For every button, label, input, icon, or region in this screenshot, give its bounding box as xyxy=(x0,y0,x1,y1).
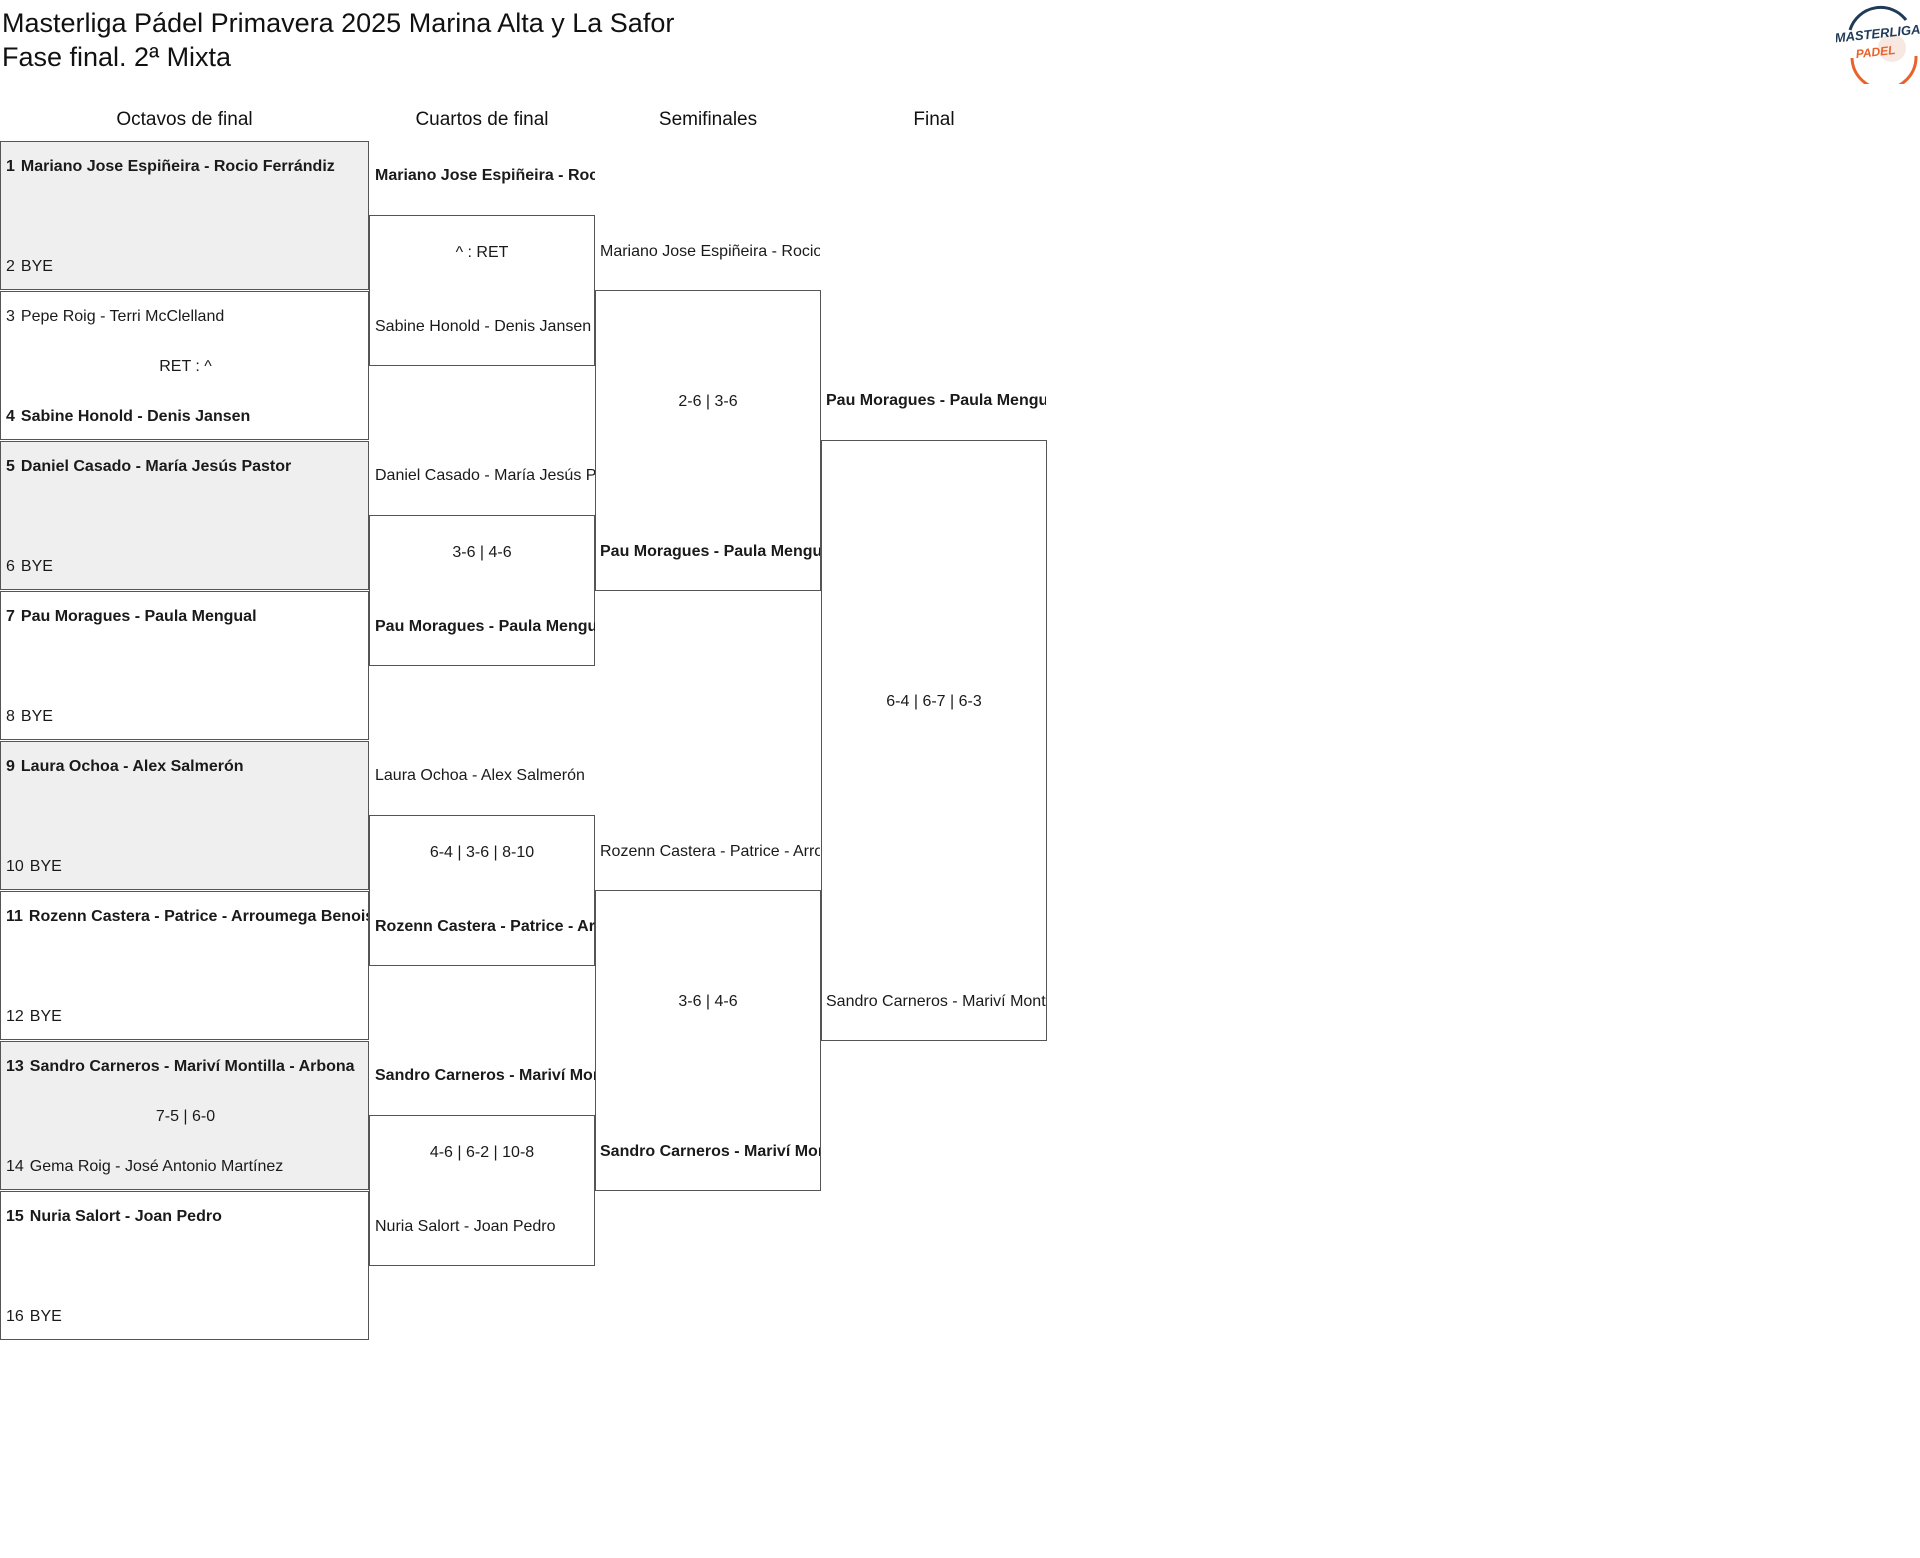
qf-team-a: Daniel Casado - María Jesús Pastor xyxy=(375,467,595,484)
final-bracket-box xyxy=(821,440,1047,1041)
qf-team-a: Laura Ochoa - Alex Salmerón xyxy=(375,767,585,784)
qf-bracket-box xyxy=(369,515,595,666)
round-header-final: Final xyxy=(913,109,955,130)
qf-team-b: Pau Moragues - Paula Mengual xyxy=(375,618,595,635)
seed-number: 13 xyxy=(6,1058,24,1075)
seed-number: 12 xyxy=(6,1008,24,1025)
sf-bracket-box xyxy=(595,890,821,1191)
seed-number: 16 xyxy=(6,1308,24,1325)
seed-number: 9 xyxy=(6,758,15,775)
title-line-2: Fase final. 2ª Mixta xyxy=(2,42,232,72)
seed-number: 3 xyxy=(6,308,15,325)
title-line-1: Masterliga Pádel Primavera 2025 Marina A… xyxy=(2,8,675,38)
seed-number: 8 xyxy=(6,708,15,725)
sf-team-a: Rozenn Castera - Patrice - Arroumega Ben… xyxy=(600,843,820,860)
round-header-qf: Cuartos de final xyxy=(415,109,549,130)
seed-number: 6 xyxy=(6,558,15,575)
final-team-b: Sandro Carneros - Mariví Montilla - Arbo… xyxy=(826,993,1046,1010)
qf-team-b: Sabine Honold - Denis Jansen xyxy=(375,318,592,335)
seed-number: 2 xyxy=(6,258,15,275)
qf-score: ^ : RET xyxy=(455,244,509,261)
r16-score: 7-5 | 6-0 xyxy=(155,1108,216,1125)
seed-number: 15 xyxy=(6,1208,24,1225)
qf-team-b: Rozenn Castera - Patrice - Arroumega Ben… xyxy=(375,918,595,935)
sf-team-b: Pau Moragues - Paula Mengual xyxy=(600,543,820,560)
page-title: Masterliga Pádel Primavera 2025 Marina A… xyxy=(2,6,674,74)
qf-team-a: Mariano Jose Espiñeira - Rocio Ferrándiz xyxy=(375,167,595,184)
sf-team-b: Sandro Carneros - Mariví Montilla - Arbo… xyxy=(600,1143,820,1160)
qf-bracket-box xyxy=(369,815,595,966)
r16-score: RET : ^ xyxy=(159,358,212,375)
round-header-r16: Octavos de final xyxy=(116,109,253,130)
qf-bracket-box xyxy=(369,1115,595,1266)
final-score: 6-4 | 6-7 | 6-3 xyxy=(886,693,982,710)
seed-number: 7 xyxy=(6,608,15,625)
qf-score: 4-6 | 6-2 | 10-8 xyxy=(429,1144,535,1161)
sf-score: 2-6 | 3-6 xyxy=(678,393,738,410)
seed-number: 11 xyxy=(6,908,23,925)
qf-team-b: Nuria Salort - Joan Pedro xyxy=(375,1218,556,1235)
masterliga-padel-logo: MASTERLIGA PADEL xyxy=(1836,5,1920,84)
seed-number: 10 xyxy=(6,858,24,875)
logo-text-1: MASTERLIGA xyxy=(1836,22,1920,46)
sf-bracket-box xyxy=(595,290,821,591)
sf-score: 3-6 | 4-6 xyxy=(678,993,738,1010)
seed-number: 14 xyxy=(6,1158,24,1175)
qf-score: 6-4 | 3-6 | 8-10 xyxy=(429,844,535,861)
qf-score: 3-6 | 4-6 xyxy=(452,544,512,561)
round-header-sf: Semifinales xyxy=(658,109,758,130)
final-team-a: Pau Moragues - Paula Mengual xyxy=(826,392,1046,409)
qf-team-a: Sandro Carneros - Mariví Montilla - Arbo… xyxy=(375,1067,595,1084)
logo-text-2: PADEL xyxy=(1855,43,1896,61)
seed-number: 1 xyxy=(6,158,15,175)
seed-number: 4 xyxy=(6,408,15,425)
seed-number: 5 xyxy=(6,458,15,475)
qf-bracket-box xyxy=(369,215,595,366)
sf-team-a: Mariano Jose Espiñeira - Rocio Ferrándiz xyxy=(600,243,820,260)
